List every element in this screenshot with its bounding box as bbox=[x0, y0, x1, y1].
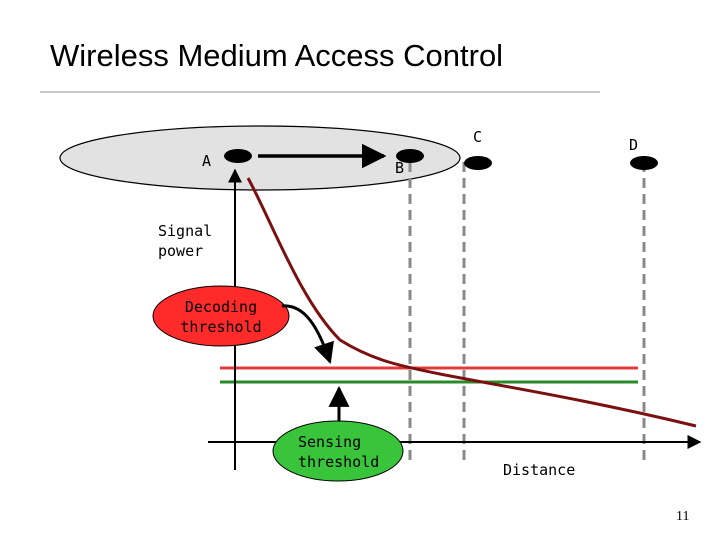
node-c bbox=[464, 156, 492, 170]
node-b-label: B bbox=[395, 159, 404, 177]
sensing-label-line1: Sensing bbox=[298, 433, 361, 451]
y-axis-label-line1: Signal bbox=[158, 222, 212, 240]
node-b bbox=[396, 149, 424, 163]
decoding-pointer-arrow bbox=[281, 304, 334, 364]
decoding-label-line1: Decoding bbox=[185, 298, 257, 316]
node-a-label: A bbox=[202, 152, 211, 170]
y-axis-label-line2: power bbox=[158, 242, 203, 260]
signal-power-curve bbox=[246, 177, 697, 428]
slide-title: Wireless Medium Access Control bbox=[50, 38, 504, 73]
node-d bbox=[630, 156, 658, 170]
decoding-label-line2: threshold bbox=[180, 318, 261, 336]
page-number: 11 bbox=[676, 509, 689, 524]
node-d-label: D bbox=[629, 136, 638, 154]
sensing-label-line2: threshold bbox=[298, 453, 379, 471]
x-axis-label: Distance bbox=[503, 461, 575, 479]
title-underline bbox=[40, 91, 600, 93]
decoding-threshold-bubble bbox=[152, 285, 290, 347]
node-a bbox=[224, 149, 252, 163]
transmission-range-ellipse bbox=[59, 125, 461, 191]
sensing-threshold-bubble bbox=[272, 420, 404, 482]
node-c-label: C bbox=[473, 128, 482, 146]
